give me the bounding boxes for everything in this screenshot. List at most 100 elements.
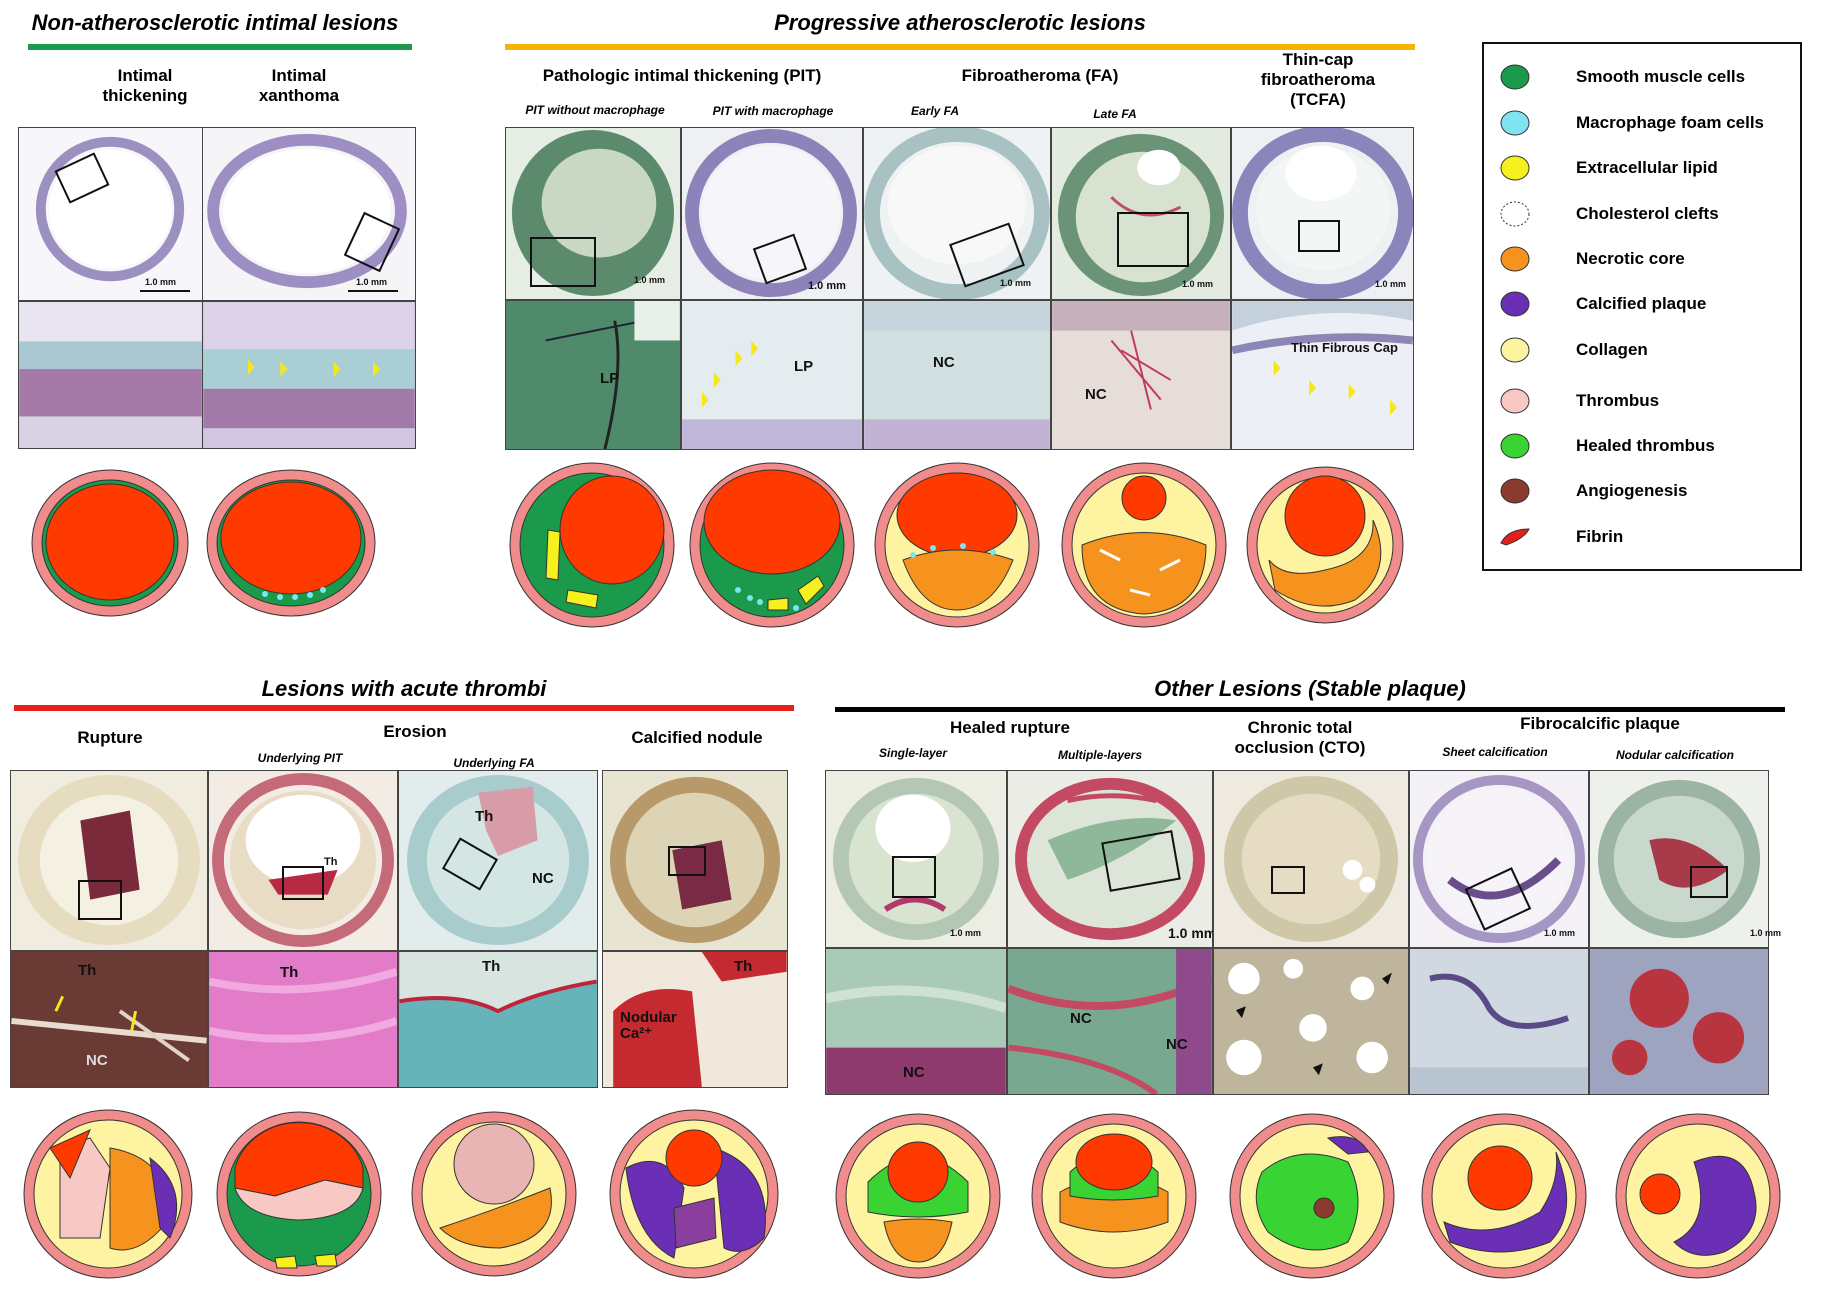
legend-label: Angiogenesis: [1576, 481, 1688, 500]
macrophage-swatch: [1500, 110, 1530, 136]
micrograph-healed-rupture-multi-low: [1007, 770, 1213, 948]
micrograph-late-fa-high: [1051, 300, 1231, 450]
schematic-intimal-xanthoma: [205, 468, 377, 618]
subtitle-early-fa: Early FA: [910, 104, 960, 118]
inset-box: [530, 237, 596, 287]
micrograph-sheet-calcification-high: [1409, 948, 1589, 1095]
subtitle-single-layer: Single-layer: [878, 746, 948, 760]
section-title-other-lesions: Other Lesions (Stable plaque): [1154, 676, 1466, 701]
column-title-tcfa: Thin-cap fibroatheroma (TCFA): [1260, 50, 1376, 109]
scale-label: 1.0 mm: [1000, 278, 1032, 288]
scale-label: 1.0 mm: [356, 277, 388, 287]
schematic-cto: [1228, 1112, 1396, 1280]
scale-label: 1.0 mm: [1544, 928, 1576, 938]
schematic-erosion-pit: [215, 1108, 383, 1280]
micrograph-cto-low: [1213, 770, 1409, 948]
label-lipid-pool: LP: [600, 370, 620, 387]
subtitle-sheet-calcification: Sheet calcification: [1442, 745, 1548, 759]
micrograph-healed-rupture-single-high: [825, 948, 1007, 1095]
subtitle-late-fa: Late FA: [1093, 107, 1137, 121]
column-title-fibrocalcific: Fibrocalcific plaque: [1520, 714, 1680, 733]
micrograph-pit-with-macrophage-high: [681, 300, 863, 450]
micrograph-intimal-xanthoma-high: [202, 301, 416, 449]
scale-label: 1.0 mm: [1168, 925, 1217, 941]
legend-label: Fibrin: [1576, 527, 1624, 546]
micrograph-nodular-calcification-low: [1589, 770, 1769, 948]
label-necrotic-core: NC: [86, 1052, 108, 1069]
inset-box: [1690, 866, 1728, 898]
micrograph-healed-rupture-single-low: [825, 770, 1007, 948]
column-title-rupture: Rupture: [77, 728, 143, 747]
legend-label: Extracellular lipid: [1576, 158, 1718, 177]
healed-thrombus-swatch: [1500, 433, 1530, 459]
section-title-non-atherosclerotic: Non-atherosclerotic intimal lesions: [31, 10, 399, 35]
micrograph-calcified-nodule-low: [602, 770, 788, 951]
legend-label: Calcified plaque: [1576, 294, 1707, 313]
micrograph-healed-rupture-multi-high: [1007, 948, 1213, 1095]
scale-bar: [140, 290, 190, 292]
micrograph-intimal-thickening-low: [18, 127, 203, 301]
micrograph-early-fa-low: [863, 127, 1051, 300]
scale-label: 1.0 mm: [634, 275, 666, 285]
legend-label: Healed thrombus: [1576, 436, 1715, 455]
legend-label: Necrotic core: [1576, 249, 1685, 268]
label-thrombus: Th: [734, 958, 753, 975]
schematic-pit-with-macrophage: [688, 460, 856, 630]
legend-label: Thrombus: [1576, 391, 1660, 410]
micrograph-rupture-low: [10, 770, 208, 951]
legend-item-fibrin: Fibrin: [1498, 522, 1623, 552]
schematic-sheet-calcification: [1420, 1112, 1588, 1280]
micrograph-nodular-calcification-high: [1589, 948, 1769, 1095]
legend-item-macrophage: Macrophage foam cells: [1498, 108, 1764, 138]
legend-item-cholesterol-clefts: Cholesterol clefts: [1498, 199, 1719, 229]
section-rule-acute-thrombi: [14, 705, 794, 711]
micrograph-intimal-thickening-high: [18, 301, 203, 449]
legend-label: Smooth muscle cells: [1576, 67, 1746, 86]
micrograph-intimal-xanthoma-low: [202, 127, 416, 301]
micrograph-erosion-pit-high: [208, 951, 398, 1088]
section-rule-progressive: [505, 44, 1415, 50]
inset-box: [1271, 866, 1305, 894]
label-nodular-calcium: Nodular Ca²⁺: [620, 1009, 677, 1042]
schematic-early-fa: [873, 460, 1041, 630]
scale-label: 1.0 mm: [1750, 928, 1782, 938]
schematic-late-fa: [1060, 460, 1228, 630]
schematic-tcfa: [1245, 460, 1405, 630]
label-thrombus: Th: [482, 958, 501, 975]
label-thin-fibrous-cap: Thin Fibrous Cap: [1291, 340, 1398, 355]
label-thrombus: Th: [324, 856, 338, 868]
scale-bar: [348, 290, 398, 292]
inset-box: [892, 856, 936, 898]
legend-item-smooth-muscle: Smooth muscle cells: [1498, 62, 1745, 92]
schematic-nodular-calcification: [1614, 1112, 1782, 1280]
column-title-fibroatheroma: Fibroatheroma (FA): [961, 66, 1119, 85]
legend-item-thrombus: Thrombus: [1498, 386, 1659, 416]
inset-box: [1298, 220, 1340, 252]
label-necrotic-core: NC: [903, 1064, 925, 1081]
scale-label: 1.0 mm: [1375, 279, 1407, 289]
schematic-rupture: [20, 1108, 196, 1280]
scale-label: 1.0 mm: [145, 277, 177, 287]
legend-item-calcified-plaque: Calcified plaque: [1498, 289, 1706, 319]
inset-box: [1117, 212, 1189, 267]
legend-item-collagen: Collagen: [1498, 335, 1648, 365]
column-title-intimal-xanthoma: Intimal xanthoma: [258, 66, 340, 105]
legend: Smooth muscle cells Macrophage foam cell…: [1482, 42, 1802, 571]
micrograph-early-fa-high: [863, 300, 1051, 450]
column-title-erosion: Erosion: [383, 722, 447, 741]
micrograph-pit-with-macrophage-low: [681, 127, 863, 300]
micrograph-erosion-pit-low: [208, 770, 398, 951]
schematic-erosion-fa: [410, 1108, 578, 1280]
label-lipid-pool: LP: [794, 358, 814, 375]
thrombus-swatch: [1500, 388, 1530, 414]
label-thrombus: Th: [280, 964, 299, 981]
schematic-intimal-thickening: [30, 468, 190, 618]
micrograph-calcified-nodule-high: [602, 951, 788, 1088]
legend-label: Collagen: [1576, 340, 1648, 359]
subtitle-underlying-pit: Underlying PIT: [257, 751, 343, 765]
schematic-calcified-nodule: [604, 1108, 784, 1280]
subtitle-pit-without-macrophage: PIT without macrophage: [525, 103, 665, 117]
schematic-healed-rupture-single: [834, 1112, 1002, 1280]
section-title-acute-thrombi: Lesions with acute thrombi: [261, 676, 547, 701]
angiogenesis-swatch: [1500, 478, 1530, 504]
